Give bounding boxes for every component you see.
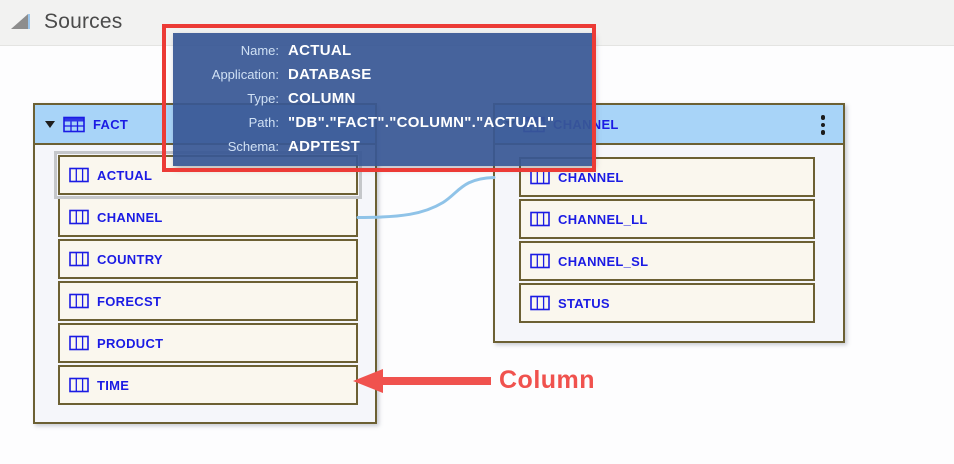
collapse-triangle-icon[interactable]	[11, 14, 28, 29]
tooltip-field-label: Path:	[248, 115, 279, 130]
fact-table-title: FACT	[93, 116, 129, 132]
column-label: CHANNEL	[558, 169, 624, 185]
column-icon	[530, 295, 550, 311]
column-row-product[interactable]: PRODUCT	[58, 323, 358, 363]
tooltip-field-value: ACTUAL	[288, 42, 352, 59]
fact-table-body: ACTUAL CHANNEL COUNTRY FORECST	[35, 145, 375, 405]
collapse-icon-edge	[28, 14, 30, 29]
column-label: PRODUCT	[97, 335, 164, 351]
channel-table-body: CHANNEL CHANNEL_LL CHANNEL_SL STATUS	[495, 145, 843, 323]
column-icon	[69, 293, 89, 309]
tooltip-row: Path: "DB"."FACT"."COLUMN"."ACTUAL"	[173, 111, 593, 135]
column-row-forecst[interactable]: FORECST	[58, 281, 358, 321]
tooltip-row: Name: ACTUAL	[173, 39, 593, 63]
tooltip-field-value: "DB"."FACT"."COLUMN"."ACTUAL"	[288, 114, 555, 131]
tooltip-field-label: Type:	[247, 91, 279, 106]
column-label: FORECST	[97, 293, 162, 309]
annotation-label: Column	[499, 366, 596, 394]
tooltip-field-value: COLUMN	[288, 90, 356, 107]
column-icon	[69, 251, 89, 267]
table-menu-icon[interactable]	[819, 113, 828, 137]
tooltip-field-label: Schema:	[227, 139, 279, 154]
column-row-time[interactable]: TIME	[58, 365, 358, 405]
column-label: ACTUAL	[97, 167, 153, 183]
column-icon	[530, 169, 550, 185]
tooltip-field-value: ADPTEST	[288, 138, 361, 155]
tooltip-row: Application: DATABASE	[173, 63, 593, 87]
column-icon	[69, 377, 89, 393]
panel-title: Sources	[44, 10, 123, 33]
column-row-status[interactable]: STATUS	[519, 283, 815, 323]
tooltip-field-label: Application:	[211, 67, 279, 82]
tooltip-field-label: Name:	[240, 43, 279, 58]
column-row-channel-sl[interactable]: CHANNEL_SL	[519, 241, 815, 281]
column-row-channel[interactable]: CHANNEL	[58, 197, 358, 237]
column-label: CHANNEL	[97, 209, 163, 225]
column-label: CHANNEL_SL	[558, 253, 649, 269]
table-icon	[63, 116, 85, 133]
column-label: CHANNEL_LL	[558, 211, 648, 227]
column-icon	[69, 209, 89, 225]
tooltip-row: Type: COLUMN	[173, 87, 593, 111]
column-icon	[69, 167, 89, 183]
column-row-country[interactable]: COUNTRY	[58, 239, 358, 279]
column-label: STATUS	[558, 295, 610, 311]
channel-table: CHANNEL CHANNEL CHANNEL_LL CHANNEL_SL	[493, 103, 845, 343]
column-icon	[530, 253, 550, 269]
column-tooltip: Name: ACTUAL Application: DATABASE Type:…	[173, 33, 593, 166]
column-icon	[530, 211, 550, 227]
column-row-channel-ll[interactable]: CHANNEL_LL	[519, 199, 815, 239]
tooltip-field-value: DATABASE	[288, 66, 372, 83]
tooltip-row: Schema: ADPTEST	[173, 135, 593, 159]
column-icon	[69, 335, 89, 351]
caret-down-icon	[45, 120, 55, 128]
column-label: TIME	[97, 377, 130, 393]
column-label: COUNTRY	[97, 251, 163, 267]
